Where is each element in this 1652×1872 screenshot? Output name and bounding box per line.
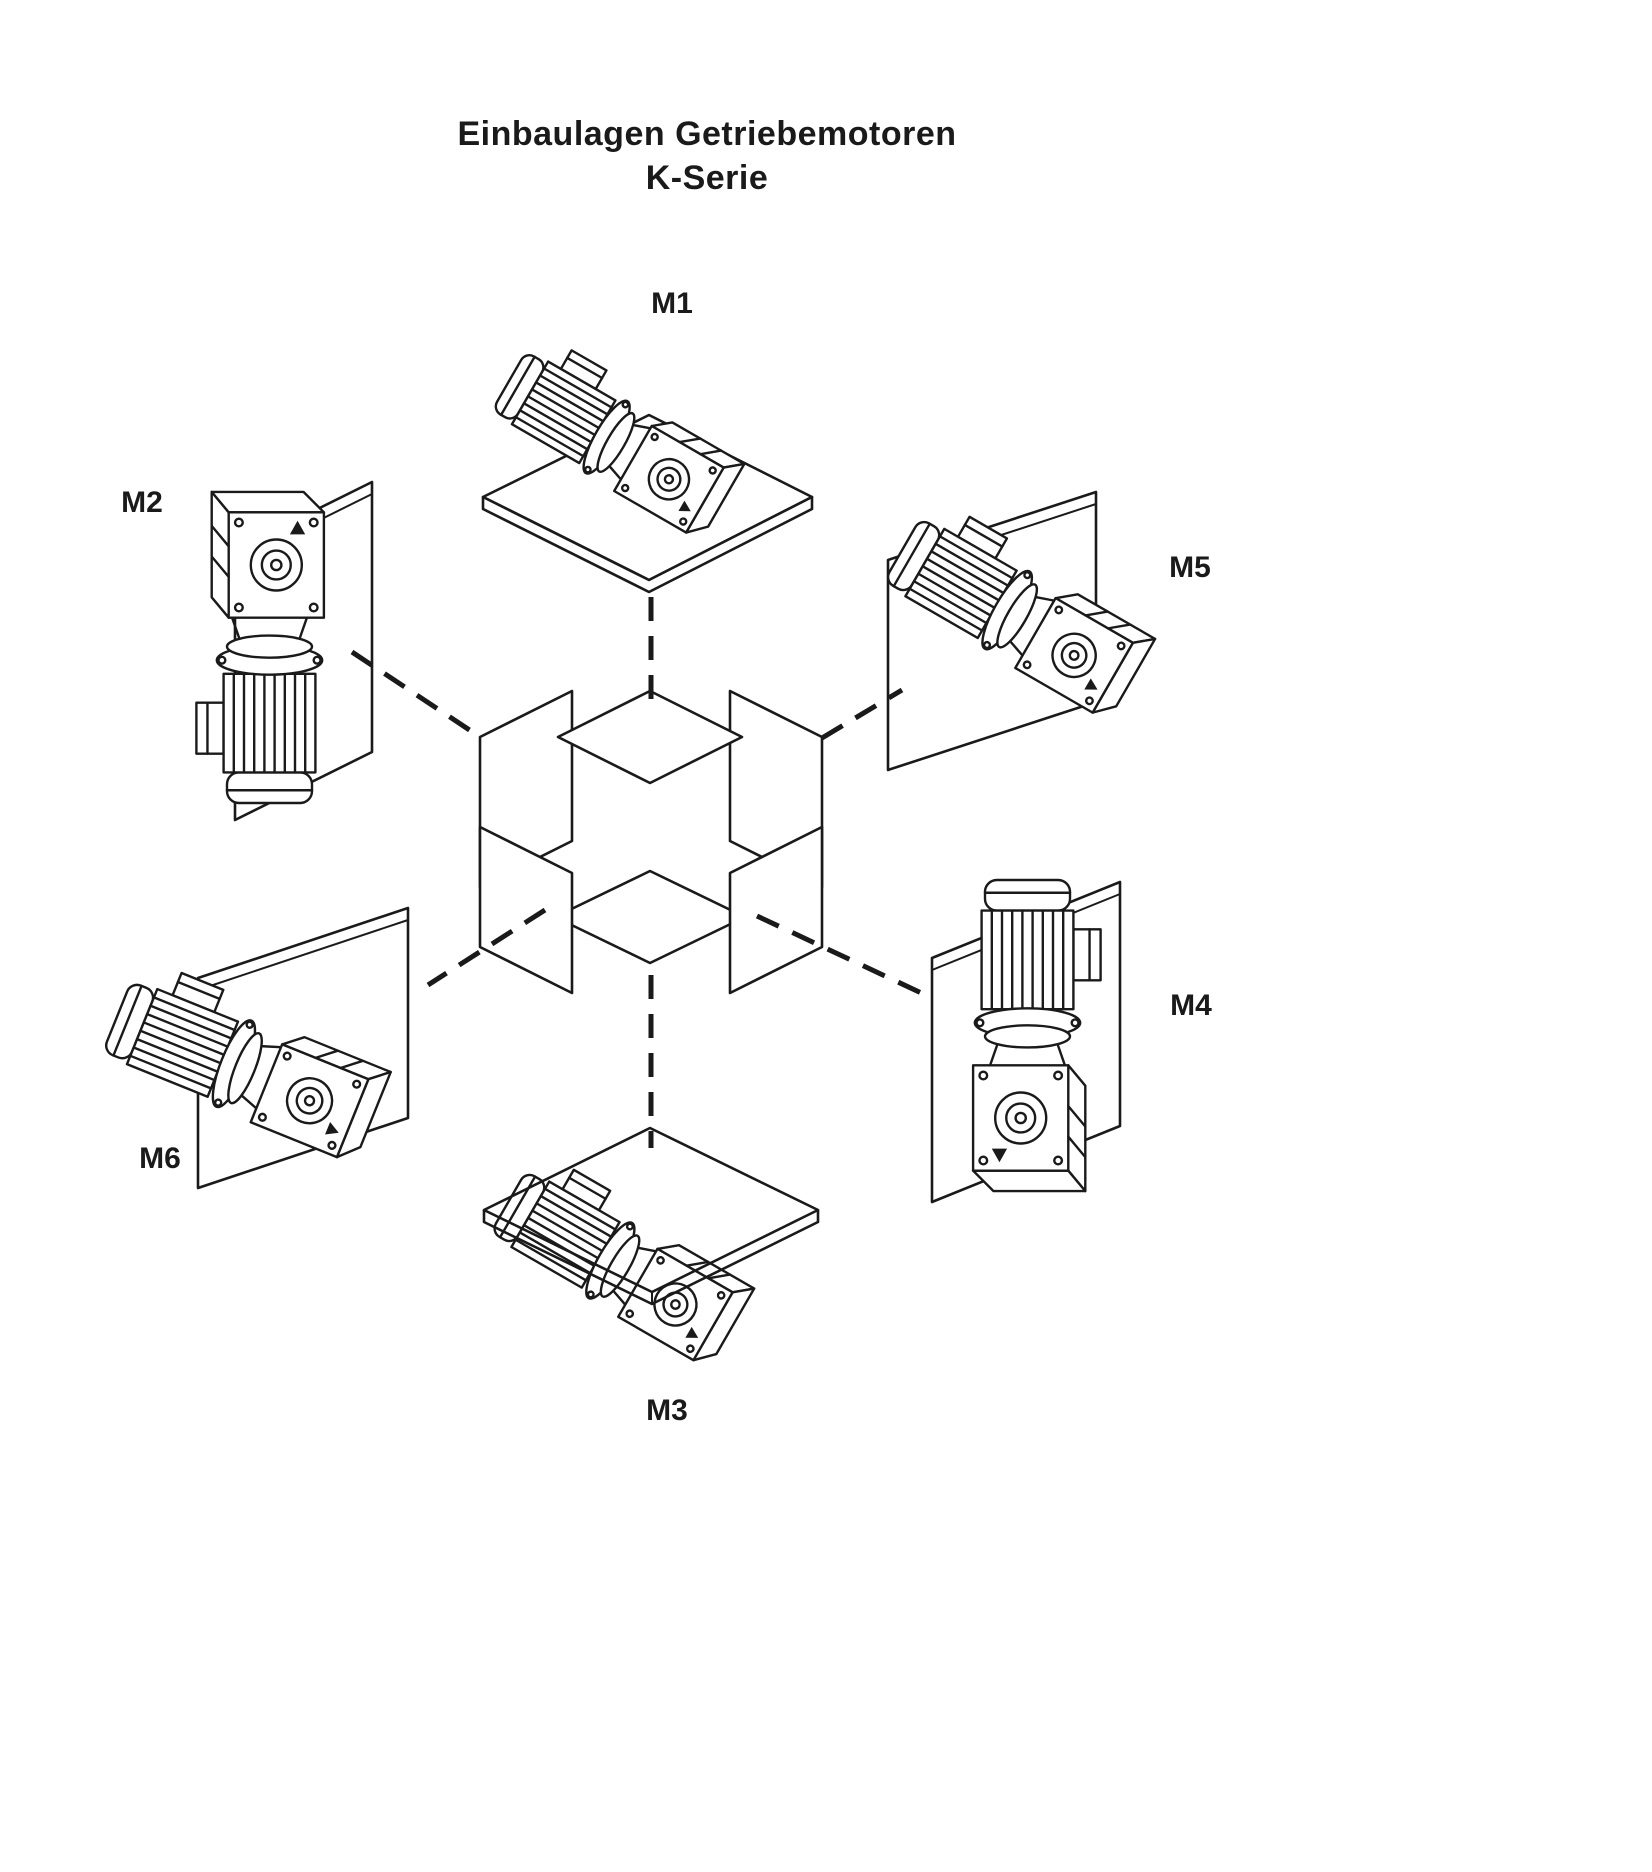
position-m2 bbox=[195, 480, 374, 822]
diagram-title: Einbaulagen Getriebemotoren K-Serie bbox=[0, 112, 1414, 200]
label-m5: M5 bbox=[1169, 551, 1211, 584]
label-m2: M2 bbox=[121, 486, 163, 519]
title-line2: K-Serie bbox=[645, 159, 769, 197]
cube-front-right-wall bbox=[728, 825, 824, 995]
cube-bottom-face bbox=[553, 869, 747, 965]
position-m6 bbox=[98, 906, 410, 1190]
position-m5 bbox=[878, 490, 1163, 772]
label-m4: M4 bbox=[1170, 989, 1212, 1022]
position-m4 bbox=[930, 878, 1122, 1204]
connector-m2 bbox=[350, 649, 482, 740]
position-m1 bbox=[481, 330, 814, 594]
gearmotor-m2 bbox=[195, 490, 325, 805]
mounting-panel-m6-thickness bbox=[197, 919, 409, 991]
connector-m6 bbox=[426, 907, 547, 988]
label-m6: M6 bbox=[139, 1142, 181, 1175]
title-line1: Einbaulagen Getriebemotoren bbox=[457, 115, 957, 153]
position-m3 bbox=[482, 1126, 820, 1370]
label-m3: M3 bbox=[646, 1394, 688, 1427]
cube-front-left-wall bbox=[478, 825, 574, 995]
position-labels: M1 M2 M5 M6 M4 M3 bbox=[121, 287, 1212, 1427]
connector-m5 bbox=[820, 687, 904, 741]
cube-top-face bbox=[556, 689, 744, 785]
label-m1: M1 bbox=[651, 287, 693, 320]
connector-m4 bbox=[755, 913, 934, 1001]
connectors bbox=[350, 597, 934, 1148]
reference-cube bbox=[478, 689, 824, 995]
mounting-plate-m1-edge bbox=[481, 495, 814, 594]
